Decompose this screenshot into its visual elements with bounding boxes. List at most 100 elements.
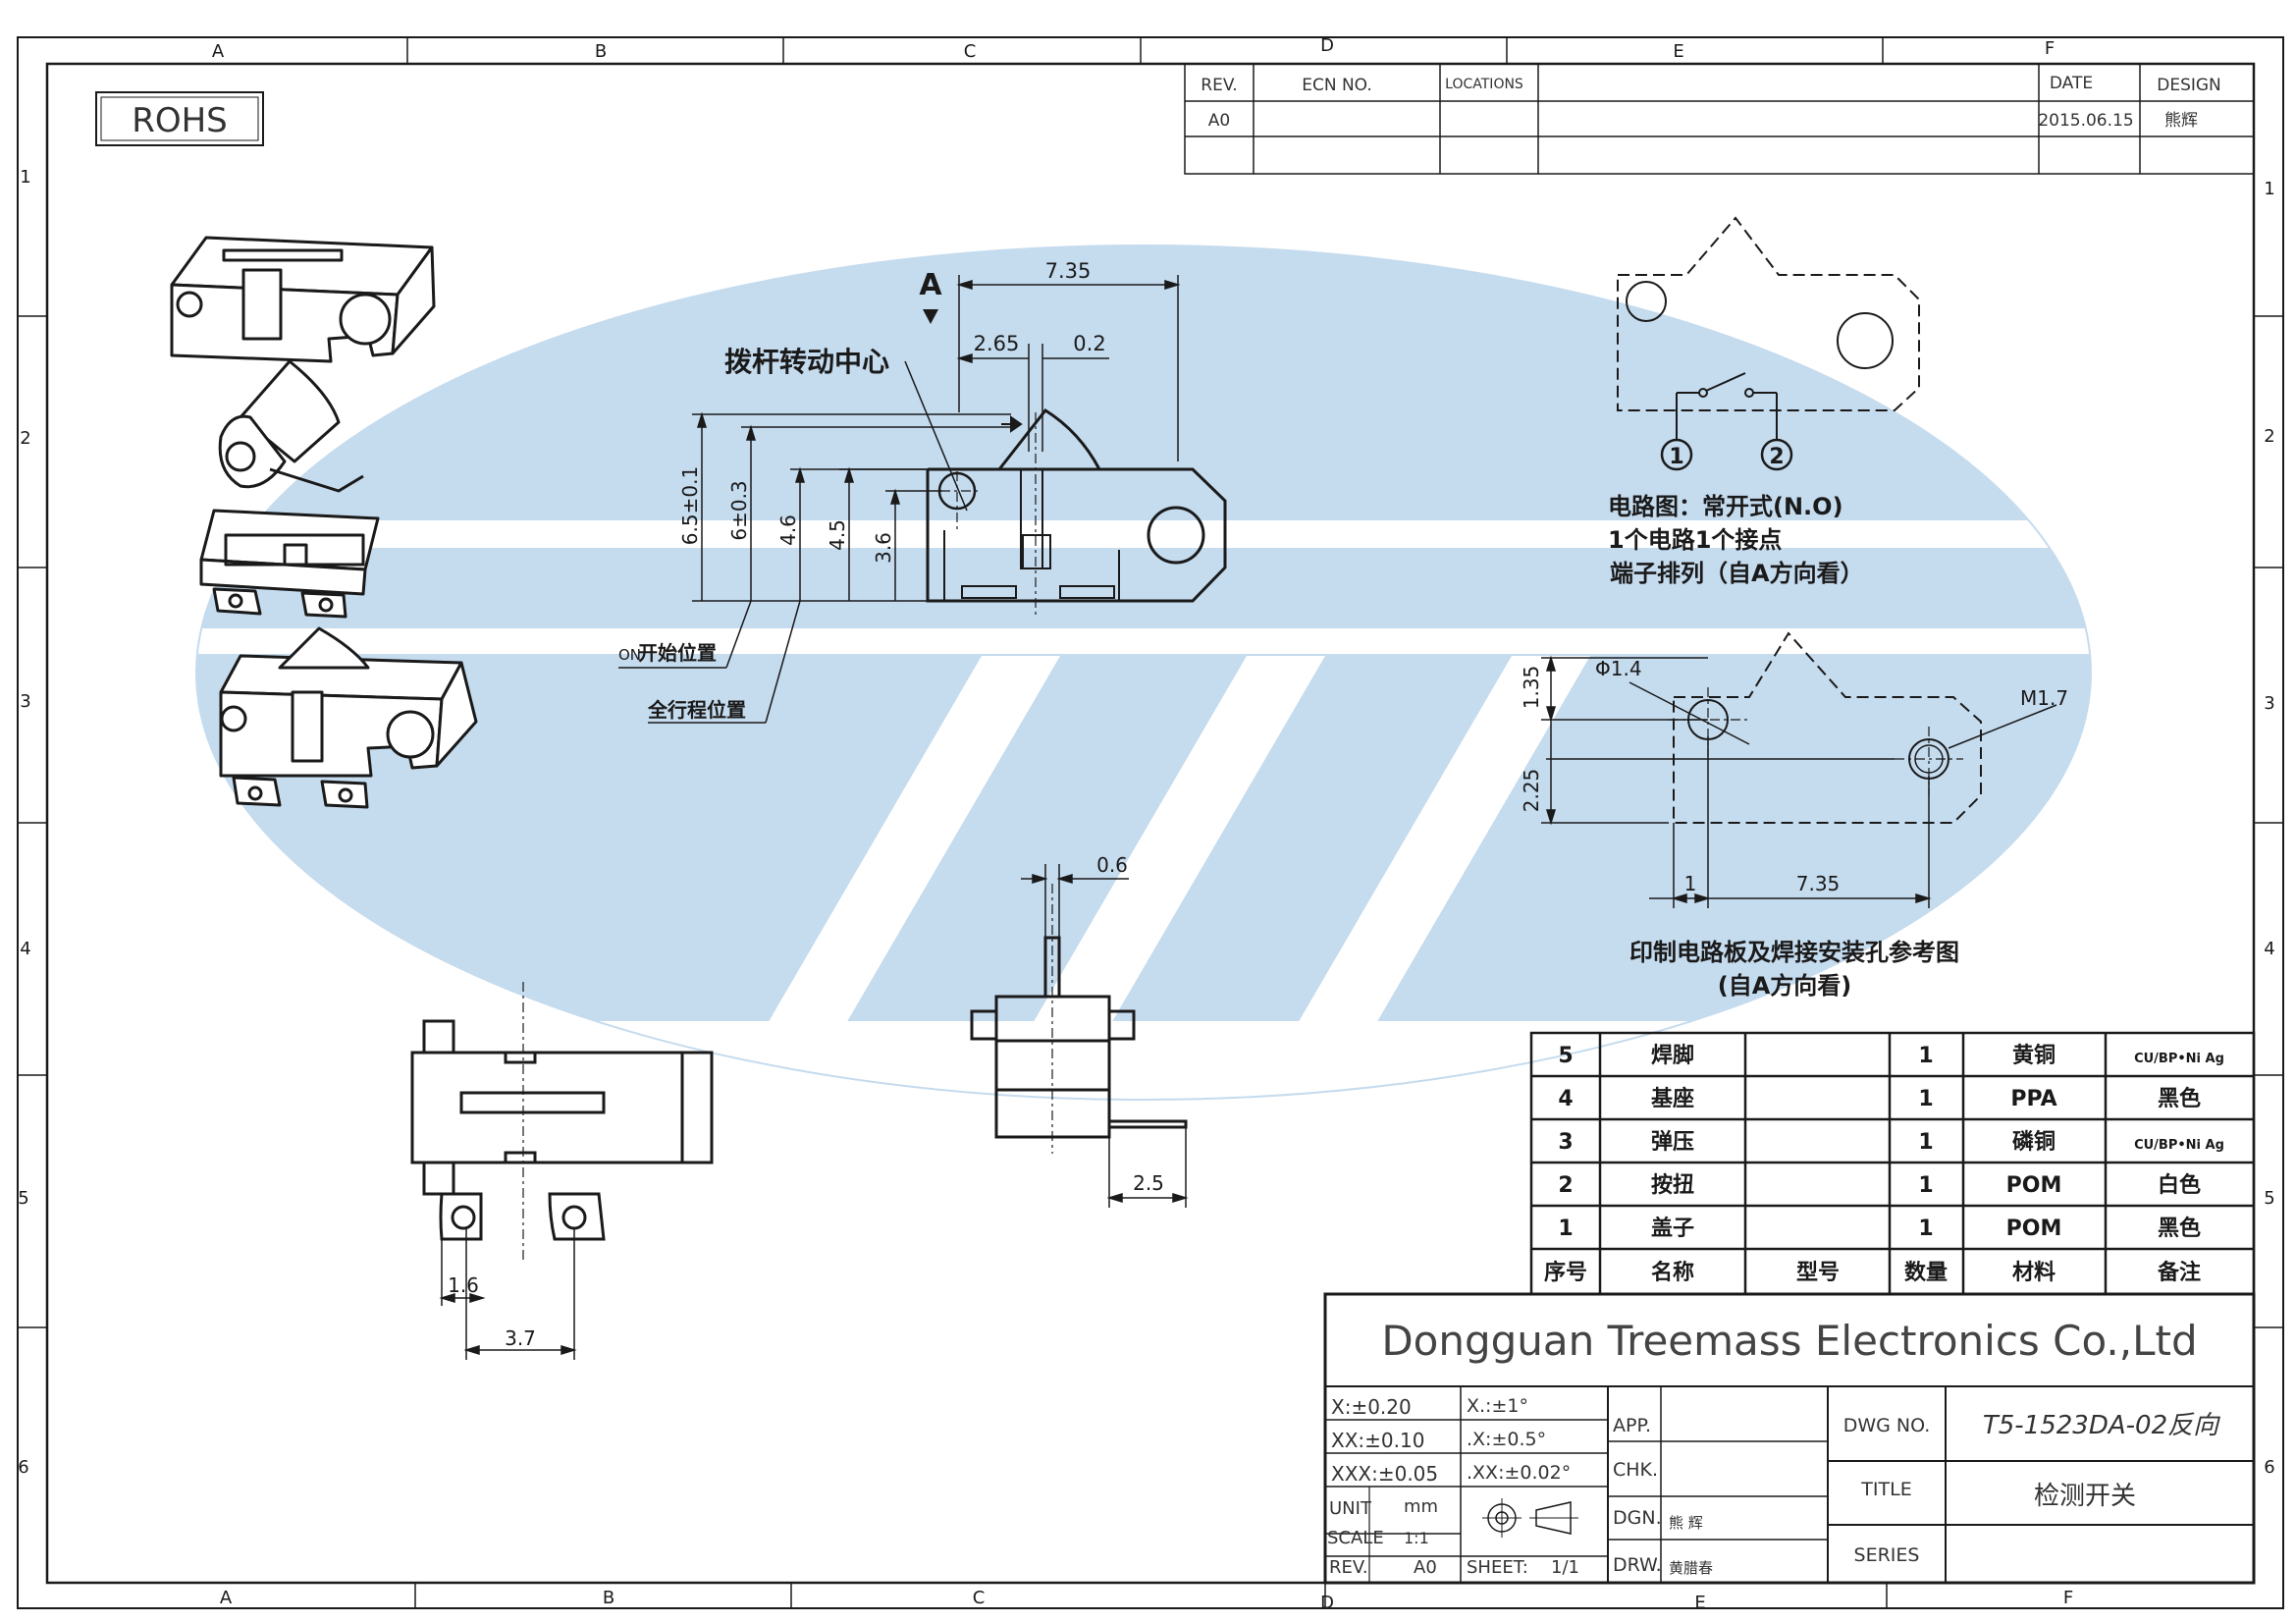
circuit-line-1: 电路图：常开式(N.O) [1608,493,1843,520]
dgn-label: DGN. [1613,1507,1662,1529]
rev-header-date: DATE [2050,74,2093,93]
bom-qty: 1 [1918,1044,1933,1068]
dim-height-6: 6±0.3 [727,480,751,540]
tol-xxx: XXX:±0.05 [1331,1462,1438,1486]
zone-top-b: B [595,41,607,62]
title-block: Dongguan Treemass Electronics Co.,Ltd X:… [1323,1292,2256,1585]
zone-top-a: A [212,41,225,62]
iso-base [199,509,380,619]
zone-left-5: 5 [18,1188,28,1209]
bom-note: CU/BP•Ni Ag [2134,1138,2224,1153]
title-value: 检测开关 [2034,1482,2136,1511]
bom-header-name: 名称 [1651,1260,1694,1285]
rohs-stamp: ROHS [95,91,264,146]
pivot-center-label: 拨杆转动中心 [724,346,889,378]
side-view [618,275,1227,724]
dim-3-7: 3.7 [505,1326,536,1350]
bom-header-note: 备注 [2157,1260,2201,1285]
side-view-dimensions [618,275,1181,724]
scale-label: SCALE [1327,1528,1384,1548]
pcb-caption-1: 印制电路板及焊接安装孔参考图 [1629,939,1959,966]
dwg-no-label: DWG NO. [1843,1415,1931,1436]
front-view-labels: 0.6 2.5 [1096,853,1164,1195]
zone-right-5: 5 [2264,1188,2274,1209]
rev-header-locations: LOCATIONS [1445,77,1523,92]
zone-right-1: 1 [2264,179,2274,199]
dim-height-4-5: 4.5 [826,519,849,551]
bom-material: 黄铜 [2012,1043,2056,1068]
zone-right-4: 4 [2264,939,2274,959]
drawing-border [17,36,2284,1609]
pcb-labels: Φ1.4 M1.7 1.35 2.25 1 7.35 印制电路板及焊接安装孔参考… [1520,657,2068,1000]
bom-name: 弹压 [1651,1130,1694,1155]
terminal-2-label: 2 [1769,445,1784,469]
rev-value-rev: A0 [1208,111,1230,131]
bom-name: 基座 [1651,1086,1694,1111]
sheet-value: 1/1 [1551,1557,1579,1578]
full-travel-label: 全行程位置 [647,698,746,722]
iso-actuator [218,359,364,493]
rev-header-rev: REV. [1201,76,1237,95]
bom-table: 5 焊脚 1 黄铜 CU/BP•Ni Ag 4 基座 1 PPA 黑色 3 弹压… [1529,1031,2256,1296]
iso-cover [170,236,436,363]
zone-right-6: 6 [2264,1457,2274,1478]
zone-left-2: 2 [20,428,30,449]
bom-material: POM [2006,1173,2062,1198]
bom-name: 盖子 [1651,1216,1694,1241]
dim-total-width: 7.35 [1045,259,1092,283]
zone-top-d: D [1320,35,1334,56]
rev-value: A0 [1414,1557,1437,1578]
bom-row-3: 3 弹压 1 磷铜 CU/BP•Ni Ag [1558,1129,2224,1155]
bom-header-row: 序号 名称 型号 数量 材料 备注 [1544,1260,2201,1285]
dim-pivot-offset: 2.65 [974,332,1020,355]
zone-bottom-f: F [2063,1588,2073,1608]
bom-header-qty: 数量 [1904,1260,1948,1285]
pcb-dim-2-25: 2.25 [1520,769,1543,813]
zone-left-4: 4 [20,939,30,959]
isometric-exploded-view [170,236,478,809]
bom-row-2: 2 按扭 1 POM 白色 [1558,1172,2201,1198]
bom-material: 磷铜 [2012,1129,2056,1155]
zone-bottom-d: D [1320,1593,1334,1613]
series-label: SERIES [1854,1544,1920,1566]
dim-gap: 0.2 [1073,332,1105,355]
tol-xx: XX:±0.10 [1331,1429,1424,1452]
tol-angle-xxx: .XX:±0.02° [1467,1462,1571,1484]
terminal-1-label: 1 [1669,445,1683,469]
circuit-labels: 1 2 电路图：常开式(N.O) 1个电路1个接点 端子排列（自A方向看） [1608,445,1864,587]
dim-height-3-6: 3.6 [872,532,895,564]
bom-material: POM [2006,1217,2062,1241]
revision-table: REV. ECN NO. LOCATIONS DATE DESIGN A0 20… [1184,63,2255,175]
dwg-no-value: T5-1523DA-02反向 [1983,1411,2220,1440]
tol-angle-x: X.:±1° [1467,1395,1528,1417]
circuit-diagram [1617,216,1920,471]
bom-no: 2 [1558,1173,1573,1198]
sheet-label: SHEET: [1467,1557,1528,1578]
bom-header-no: 序号 [1544,1260,1587,1285]
rohs-label: ROHS [132,101,228,140]
zone-bottom-b: B [603,1588,614,1608]
bom-name: 焊脚 [1651,1044,1694,1068]
pcb-hole-dim: Φ1.4 [1595,657,1642,680]
on-position-prefix: ON [618,646,641,664]
bom-qty: 1 [1918,1130,1933,1155]
zone-top-e: E [1673,41,1683,62]
dim-1-6: 1.6 [448,1273,479,1297]
rev-value-date: 2015.06.15 [2038,111,2133,131]
zone-top-f: F [2045,38,2055,59]
rev-label: REV. [1329,1557,1368,1578]
zone-bottom-a: A [220,1588,233,1608]
iso-assembled [219,626,478,809]
pcb-dim-1: 1 [1684,872,1697,895]
dim-height-6-5: 6.5±0.1 [678,466,702,545]
zone-left-1: 1 [20,167,30,188]
dim-height-4-6: 4.6 [776,514,800,546]
zone-labels: A B C D E F A B C D E F 1 2 3 4 5 6 1 2 … [18,35,2274,1613]
view-a-label: A [919,268,942,302]
bom-row-5: 5 焊脚 1 黄铜 CU/BP•Ni Ag [1558,1043,2224,1068]
pcb-dim-7-35: 7.35 [1796,872,1841,895]
tol-angle-xx: .X:±0.5° [1467,1429,1546,1450]
dgn-name: 熊 辉 [1669,1514,1703,1532]
zone-right-3: 3 [2264,693,2274,714]
bom-no: 1 [1558,1217,1573,1241]
